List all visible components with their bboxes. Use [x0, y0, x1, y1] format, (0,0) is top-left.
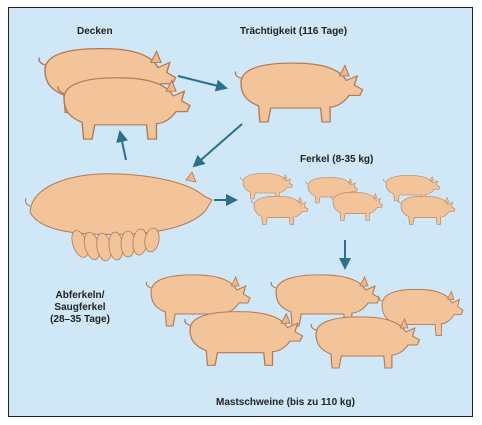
arrow-farrowing-to-mating	[120, 132, 126, 160]
label-mating: Decken	[77, 26, 113, 38]
arrow-mating-to-gestation	[178, 76, 226, 88]
label-farrowing-line1: Abferkeln/	[40, 290, 120, 302]
farrowing-sow	[26, 172, 213, 234]
fattening-pigs	[146, 275, 463, 368]
label-gestation: Trächtigkeit (116 Tage)	[240, 26, 347, 38]
mating-pig-sow	[58, 78, 190, 139]
label-farrowing: Abferkeln/ Saugferkel (28–35 Tage)	[40, 290, 120, 326]
label-farrowing-line2: Saugferkel	[40, 302, 120, 314]
label-piglets: Ferkel (8-35 kg)	[300, 154, 373, 166]
label-farrowing-line3: (28–35 Tage)	[40, 314, 120, 326]
weaner-piglets	[241, 173, 455, 224]
gestation-pig	[235, 63, 362, 122]
arrow-gestation-to-farrowing	[194, 124, 242, 166]
label-fattening: Mastschweine (bis zu 110 kg)	[216, 397, 355, 409]
